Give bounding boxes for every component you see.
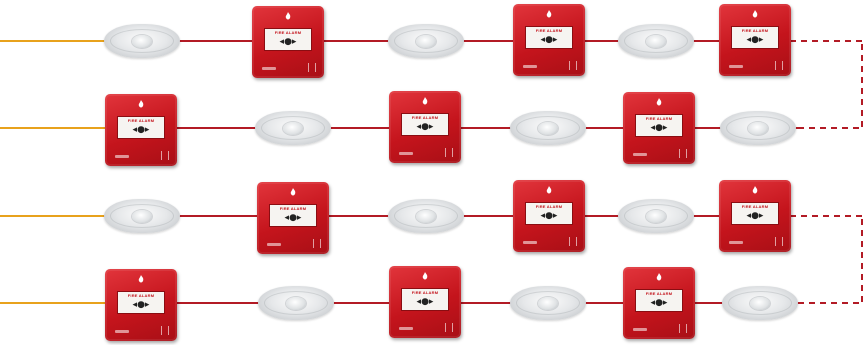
sounder-beacon-icon (618, 24, 694, 58)
sounder-beacon-icon (388, 199, 464, 233)
flame-logo-icon (138, 100, 144, 108)
flame-logo-icon (422, 97, 428, 105)
manual-call-point-icon: FIRE ALARM◂●▸ (252, 6, 324, 78)
sounder-beacon-icon (104, 199, 180, 233)
sounder-beacon-icon (258, 286, 334, 320)
flame-logo-icon (422, 272, 428, 280)
flame-logo-icon (546, 186, 552, 194)
manual-call-point-icon: FIRE ALARM◂●▸ (623, 92, 695, 164)
sounder-beacon-icon (510, 111, 586, 145)
sounder-beacon-icon (720, 111, 796, 145)
manual-call-point-icon: FIRE ALARM◂●▸ (513, 180, 585, 252)
sounder-beacon-icon (104, 24, 180, 58)
manual-call-point-icon: FIRE ALARM◂●▸ (513, 4, 585, 76)
flame-logo-icon (656, 273, 662, 281)
flame-logo-icon (285, 12, 291, 20)
manual-call-point-icon: FIRE ALARM◂●▸ (105, 269, 177, 341)
flame-logo-icon (656, 98, 662, 106)
flame-logo-icon (546, 10, 552, 18)
manual-call-point-icon: FIRE ALARM◂●▸ (257, 182, 329, 254)
sounder-beacon-icon (618, 199, 694, 233)
flame-logo-icon (138, 275, 144, 283)
sounder-beacon-icon (722, 286, 798, 320)
flame-logo-icon (752, 10, 758, 18)
manual-call-point-icon: FIRE ALARM◂●▸ (623, 267, 695, 339)
sounder-beacon-icon (255, 111, 331, 145)
manual-call-point-icon: FIRE ALARM◂●▸ (105, 94, 177, 166)
manual-call-point-icon: FIRE ALARM◂●▸ (719, 180, 791, 252)
manual-call-point-icon: FIRE ALARM◂●▸ (389, 91, 461, 163)
manual-call-point-icon: FIRE ALARM◂●▸ (389, 266, 461, 338)
sounder-beacon-icon (388, 24, 464, 58)
flame-logo-icon (290, 188, 296, 196)
sounder-beacon-icon (510, 286, 586, 320)
flame-logo-icon (752, 186, 758, 194)
manual-call-point-icon: FIRE ALARM◂●▸ (719, 4, 791, 76)
